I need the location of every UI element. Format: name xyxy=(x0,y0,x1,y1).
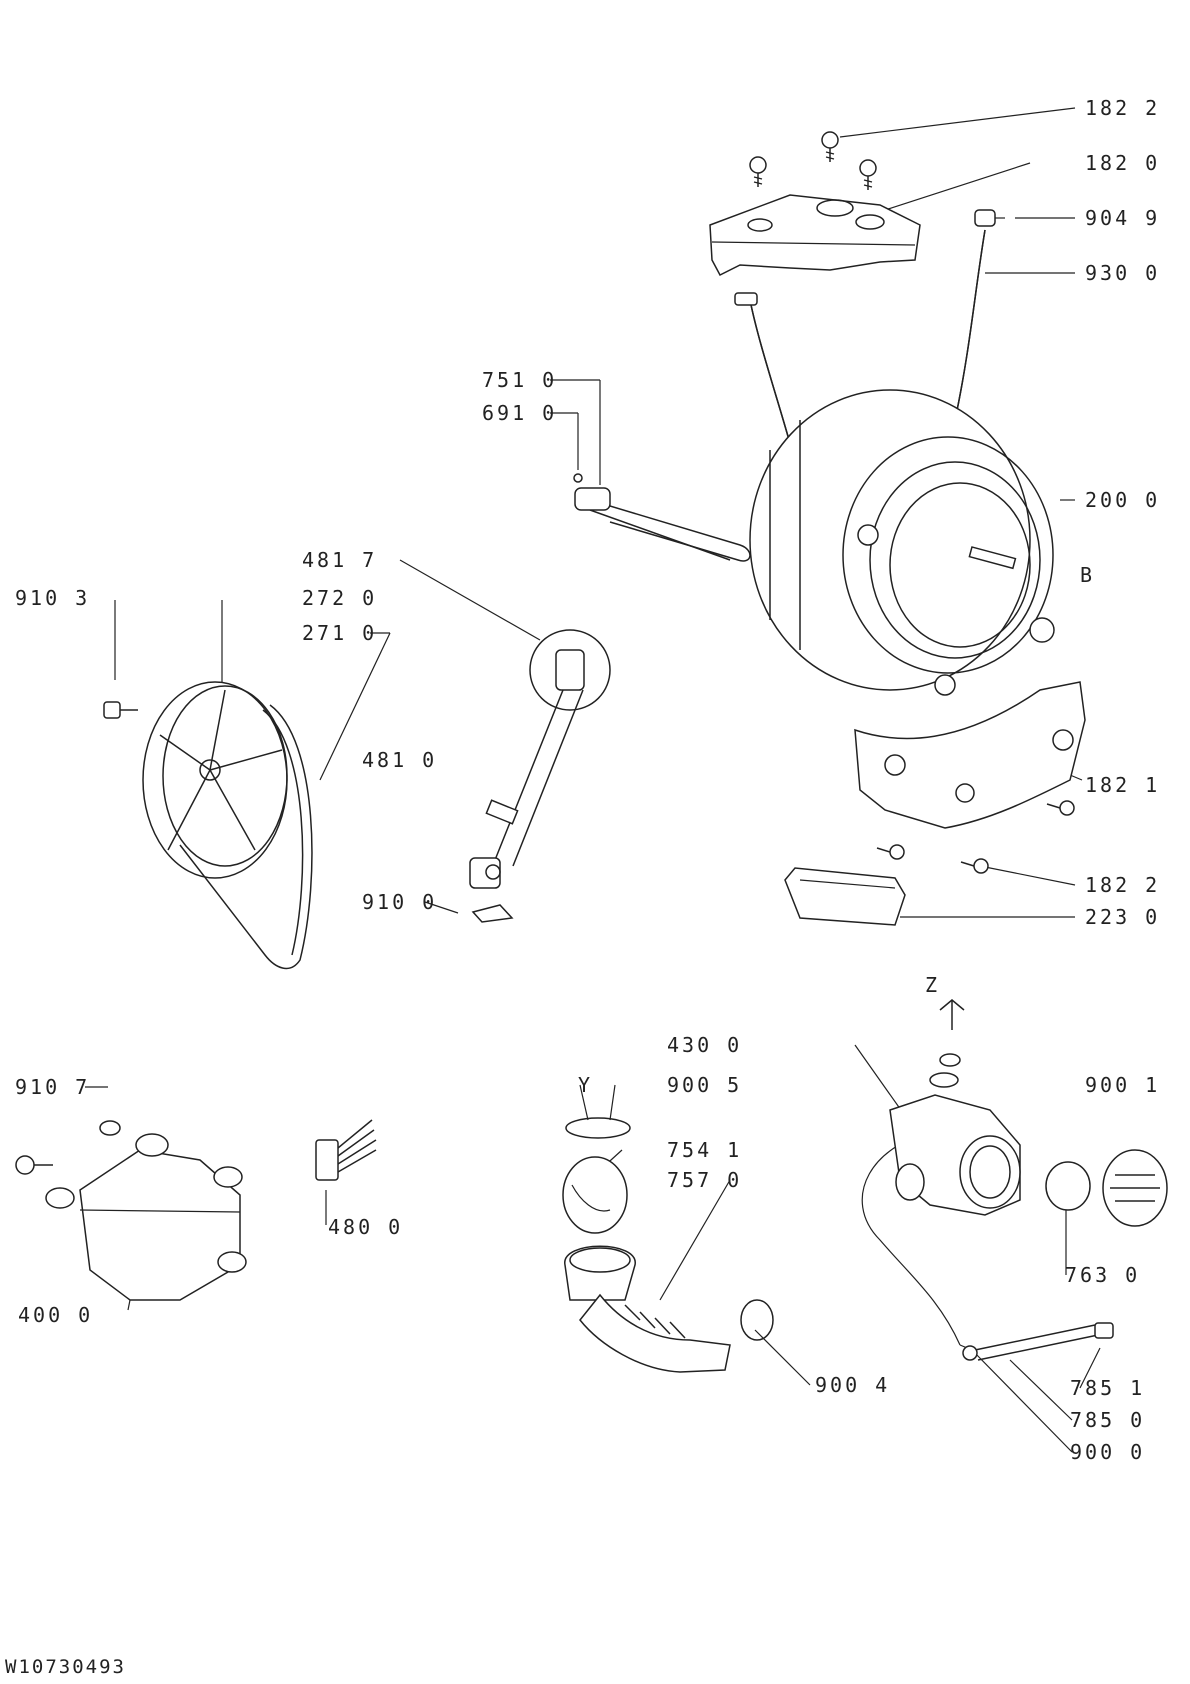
callout-757-0: 757 0 xyxy=(667,1168,743,1192)
motor-connector xyxy=(315,1119,377,1181)
motor xyxy=(15,1120,247,1311)
callout-930-0: 930 0 xyxy=(1085,261,1161,285)
callout-900-0: 900 0 xyxy=(1070,1440,1146,1464)
heating-element xyxy=(573,473,751,562)
callout-910-3: 910 3 xyxy=(15,586,91,610)
lower-screws xyxy=(876,800,1075,874)
hose-clamp-904-9 xyxy=(974,209,1005,227)
base-weight xyxy=(784,867,906,926)
leader-lines xyxy=(85,107,1101,1453)
callout-691-0: 691 0 xyxy=(482,401,558,425)
callout-785-0: 785 0 xyxy=(1070,1408,1146,1432)
drum-pulley xyxy=(103,681,313,970)
callout-200-0: 200 0 xyxy=(1085,488,1161,512)
drain-pump xyxy=(889,999,1168,1227)
callout-904-9: 904 9 xyxy=(1085,206,1161,230)
callout-900-1: 900 1 xyxy=(1085,1073,1161,1097)
callout-751-0: 751 0 xyxy=(482,368,558,392)
top-counterweight xyxy=(709,194,921,276)
callout-z: Z xyxy=(925,973,941,997)
callout-223-0: 223 0 xyxy=(1085,905,1161,929)
callout-480-0: 480 0 xyxy=(328,1215,404,1239)
callout-400-0: 400 0 xyxy=(18,1303,94,1327)
callout-182-2-bottom: 182 2 xyxy=(1085,873,1161,897)
callout-910-0: 910 0 xyxy=(362,890,438,914)
callout-900-5: 900 5 xyxy=(667,1073,743,1097)
shock-absorber xyxy=(469,629,611,923)
wash-tub xyxy=(749,389,1055,696)
callout-481-7: 481 7 xyxy=(302,548,378,572)
bottom-counterweight xyxy=(854,681,1086,829)
callout-182-1: 182 1 xyxy=(1085,773,1161,797)
callout-y: Y xyxy=(578,1073,594,1097)
callout-910-7: 910 7 xyxy=(15,1075,91,1099)
callout-785-1: 785 1 xyxy=(1070,1376,1146,1400)
callout-182-2-top: 182 2 xyxy=(1085,96,1161,120)
callout-b: B xyxy=(1080,563,1096,587)
pressure-hose xyxy=(962,1322,1114,1361)
top-screws xyxy=(749,131,877,190)
sump-assembly xyxy=(562,1117,774,1373)
callout-763-0: 763 0 xyxy=(1065,1263,1141,1287)
callout-182-0: 182 0 xyxy=(1085,151,1161,175)
callout-272-0: 272 0 xyxy=(302,586,378,610)
callout-900-4: 900 4 xyxy=(815,1373,891,1397)
document-code: W10730493 xyxy=(5,1656,126,1678)
callout-754-1: 754 1 xyxy=(667,1138,743,1162)
callout-271-0: 271 0 xyxy=(302,621,378,645)
callout-430-0: 430 0 xyxy=(667,1033,743,1057)
callout-481-0: 481 0 xyxy=(362,748,438,772)
